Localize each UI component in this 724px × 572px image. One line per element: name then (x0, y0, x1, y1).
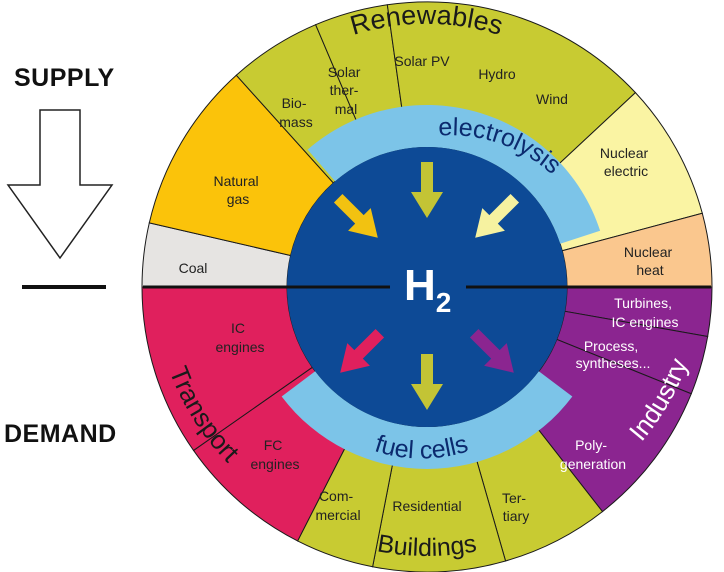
natural-gas-label: Natural gas (213, 173, 262, 207)
demand-label: DEMAND (4, 420, 117, 448)
biomass-label: Bio- mass (279, 95, 312, 130)
solar-pv-label: Solar PV (394, 53, 450, 69)
buildings-label: Buildings (376, 529, 479, 562)
arrow-industry-out-icon (469, 328, 514, 373)
ic-engines-label: IC engines (215, 320, 264, 355)
ring-fuel-cells (281, 371, 573, 469)
supply-label: SUPPLY (14, 64, 115, 92)
h2-symbol: H (404, 261, 436, 310)
tertiary-label: Ter- tiary (502, 490, 530, 524)
nuclear-heat-label: Nuclear heat (624, 244, 676, 278)
turbines-label: Turbines, IC engines (612, 295, 679, 330)
nuclear-electric-label: Nuclear electric (600, 145, 652, 179)
coal-label: Coal (179, 260, 208, 276)
h2-label: H2 (404, 261, 451, 318)
arrow-buildings-out-icon (411, 354, 443, 410)
hydro-label: Hydro (478, 66, 516, 82)
arrow-gas-in-icon (333, 193, 378, 238)
commercial-label: Com- mercial (315, 488, 360, 523)
conversion-ring (281, 104, 601, 469)
arrow-transport-out-icon (340, 328, 385, 373)
flow-arrows (333, 162, 520, 410)
ring-electrolysis (307, 104, 601, 244)
process-label: Process, syntheses... (576, 338, 651, 371)
supply-down-arrow-icon (6, 109, 114, 260)
solar-thermal-label: Solar ther- mal (328, 64, 365, 117)
residential-label: Residential (392, 498, 461, 514)
wind-label: Wind (536, 91, 568, 107)
fc-engines-label: FC engines (250, 437, 299, 472)
polygeneration-label: Poly- generation (560, 437, 626, 472)
arrow-nuclear-in-icon (475, 193, 520, 238)
arrow-electrolysis-down-icon (411, 162, 443, 218)
h2-subscript: 2 (436, 287, 452, 318)
